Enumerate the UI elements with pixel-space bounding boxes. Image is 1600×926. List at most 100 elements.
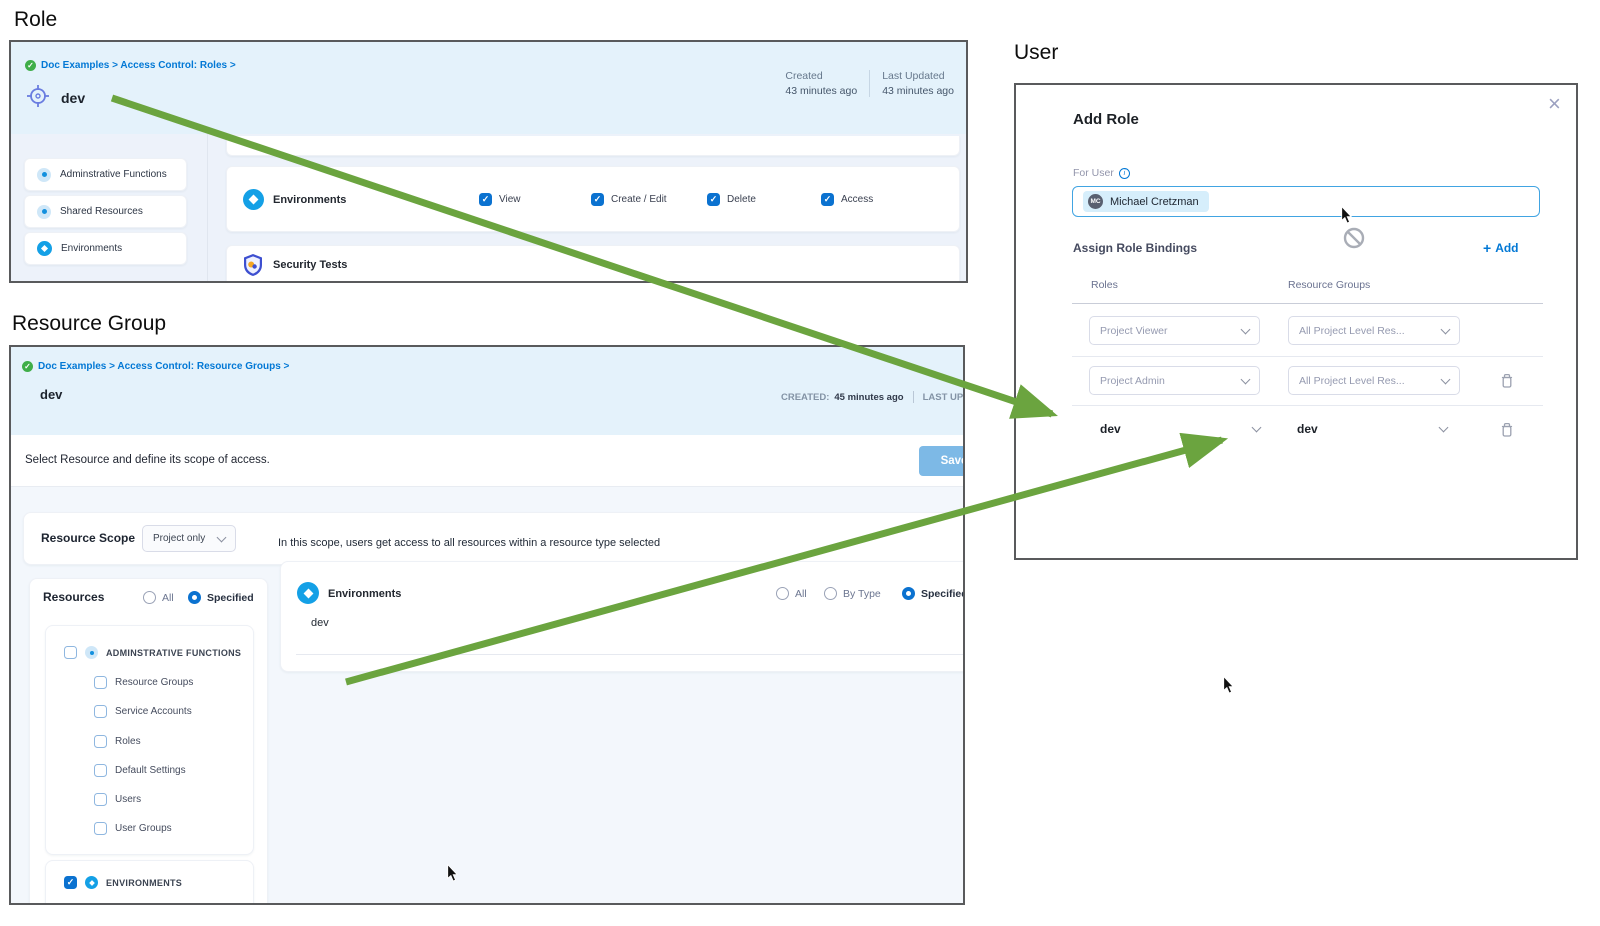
environments-scope-card: Environments All By Type Specified dev — [280, 561, 963, 672]
resource-group-select-value: All Project Level Res... — [1299, 374, 1405, 387]
permission-resource-label: Environments — [273, 194, 347, 206]
tree-item-default-settings[interactable]: Default Settings — [94, 764, 186, 777]
instruction-bar: Select Resource and define its scope of … — [11, 435, 963, 487]
user-chip-name: Michael Cretzman — [1110, 195, 1199, 208]
tree-group-label: ADMINSTRATIVE FUNCTIONS — [106, 647, 242, 658]
specified-radio[interactable] — [188, 591, 201, 604]
updated-value: 43 minutes ago — [882, 85, 954, 97]
resource-group-breadcrumb-text: Doc Examples > Access Control: Resource … — [38, 361, 290, 372]
meta-divider — [912, 391, 914, 403]
administrative-functions-icon — [37, 167, 51, 182]
resources-radio-all[interactable]: All — [143, 591, 174, 604]
security-tests-row: Security Tests — [226, 245, 960, 281]
add-label: Add — [1495, 241, 1519, 255]
tree-item-user-groups[interactable]: User Groups — [94, 822, 172, 835]
dialog-title: Add Role — [1073, 111, 1139, 128]
user-chip[interactable]: MC Michael Cretzman — [1083, 191, 1209, 212]
create-edit-checkbox[interactable] — [591, 193, 604, 206]
chevron-down-icon — [1240, 324, 1251, 334]
scope-radio-by-type[interactable]: By Type — [824, 587, 881, 600]
resource-scope-label: Resource Scope — [41, 531, 136, 545]
scope-radio-specified[interactable]: Specified — [902, 587, 963, 600]
by-type-radio[interactable] — [824, 587, 837, 600]
updated-label: Last Updated — [882, 70, 945, 82]
all-radio[interactable] — [776, 587, 789, 600]
default-settings-checkbox[interactable] — [94, 764, 107, 777]
resource-group-panel-body: Resource Scope Project only Resources Al… — [11, 487, 963, 903]
created-value: 43 minutes ago — [785, 85, 858, 97]
administrative-functions-checkbox[interactable] — [64, 646, 77, 659]
tree-item-users[interactable]: Users — [94, 793, 141, 806]
chevron-down-icon — [1440, 374, 1451, 384]
tree-item-resource-groups[interactable]: Resource Groups — [94, 676, 193, 689]
resource-group-panel: ✓ Doc Examples > Access Control: Resourc… — [9, 345, 965, 905]
tree-item-label: Roles — [115, 736, 141, 747]
access-checkbox[interactable] — [821, 193, 834, 206]
role-select-value: dev — [1100, 422, 1121, 436]
permission-create-edit[interactable]: Create / Edit — [591, 193, 667, 206]
specified-radio[interactable] — [902, 587, 915, 600]
permission-access[interactable]: Access — [821, 193, 873, 206]
tree-item-label: Resource Groups — [115, 677, 194, 688]
radio-label: By Type — [843, 587, 881, 600]
resource-group-section-heading: Resource Group — [12, 312, 167, 335]
resource-group-breadcrumb[interactable]: ✓ Doc Examples > Access Control: Resourc… — [22, 361, 289, 372]
resource-group-select-2[interactable]: All Project Level Res... — [1288, 366, 1460, 395]
user-input[interactable]: MC Michael Cretzman — [1072, 186, 1540, 217]
all-radio[interactable] — [143, 591, 156, 604]
project-status-icon: ✓ — [22, 361, 33, 372]
chevron-down-icon — [1440, 324, 1451, 334]
environments-icon — [85, 876, 98, 889]
view-checkbox[interactable] — [479, 193, 492, 206]
resource-group-title: dev — [40, 387, 63, 402]
environments-checkbox[interactable] — [64, 876, 77, 889]
permission-delete[interactable]: Delete — [707, 193, 756, 206]
project-status-icon: ✓ — [25, 60, 36, 71]
tree-item-roles[interactable]: Roles — [94, 735, 141, 748]
checkbox-label: Create / Edit — [611, 194, 667, 205]
tree-item-service-accounts[interactable]: Service Accounts — [94, 705, 192, 718]
close-icon[interactable]: × — [1548, 91, 1561, 116]
role-select-dev[interactable]: dev — [1100, 422, 1262, 436]
resource-group-select-1[interactable]: All Project Level Res... — [1288, 316, 1460, 345]
sidebar-item-shared-resources[interactable]: Shared Resources — [24, 195, 187, 228]
security-tests-shield-icon — [244, 254, 262, 276]
role-breadcrumb[interactable]: ✓ Doc Examples > Access Control: Roles > — [25, 60, 236, 71]
for-user-row: For User i — [1073, 167, 1130, 179]
chevron-down-icon — [1438, 422, 1449, 433]
truncated-row — [226, 136, 960, 156]
tree-group-administrative-functions[interactable]: ADMINSTRATIVE FUNCTIONS — [64, 646, 241, 659]
resource-group-select-dev[interactable]: dev — [1297, 422, 1449, 436]
resources-radio-specified[interactable]: Specified — [188, 591, 254, 604]
resource-scope-select[interactable]: Project only — [142, 525, 236, 552]
tree-group-environments[interactable]: ENVIRONMENTS — [64, 876, 182, 889]
permission-view[interactable]: View — [479, 193, 521, 206]
sidebar-item-administrative-functions[interactable]: Adminstrative Functions — [24, 158, 187, 191]
role-select-1[interactable]: Project Viewer — [1089, 316, 1260, 345]
security-tests-label: Security Tests — [273, 259, 348, 271]
sidebar-item-environments[interactable]: Environments — [24, 232, 187, 265]
roles-checkbox[interactable] — [94, 735, 107, 748]
role-select-2[interactable]: Project Admin — [1089, 366, 1260, 395]
scope-note: In this scope, users get access to all r… — [278, 537, 661, 549]
sidebar-item-label: Shared Resources — [60, 206, 143, 217]
delete-binding-icon[interactable] — [1500, 373, 1514, 389]
role-section-heading: Role — [14, 8, 58, 31]
environments-icon — [243, 189, 264, 210]
users-checkbox[interactable] — [94, 793, 107, 806]
service-accounts-checkbox[interactable] — [94, 705, 107, 718]
scope-radio-all[interactable]: All — [776, 587, 807, 600]
avatar: MC — [1088, 194, 1103, 209]
delete-checkbox[interactable] — [707, 193, 720, 206]
role-meta: Created 43 minutes ago Last Updated 43 m… — [785, 70, 954, 97]
row-divider — [1072, 356, 1543, 357]
info-icon[interactable]: i — [1118, 167, 1130, 179]
resources-column-card: Resources All Specified ADMINSTRATIVE FU… — [29, 578, 268, 903]
save-button[interactable]: Save — [919, 446, 963, 476]
updated-label: LAST UPD — [922, 391, 964, 403]
resource-groups-checkbox[interactable] — [94, 676, 107, 689]
user-groups-checkbox[interactable] — [94, 822, 107, 835]
environments-icon — [297, 582, 319, 604]
add-binding-button[interactable]: + Add — [1483, 240, 1519, 256]
delete-binding-icon[interactable] — [1500, 422, 1514, 438]
